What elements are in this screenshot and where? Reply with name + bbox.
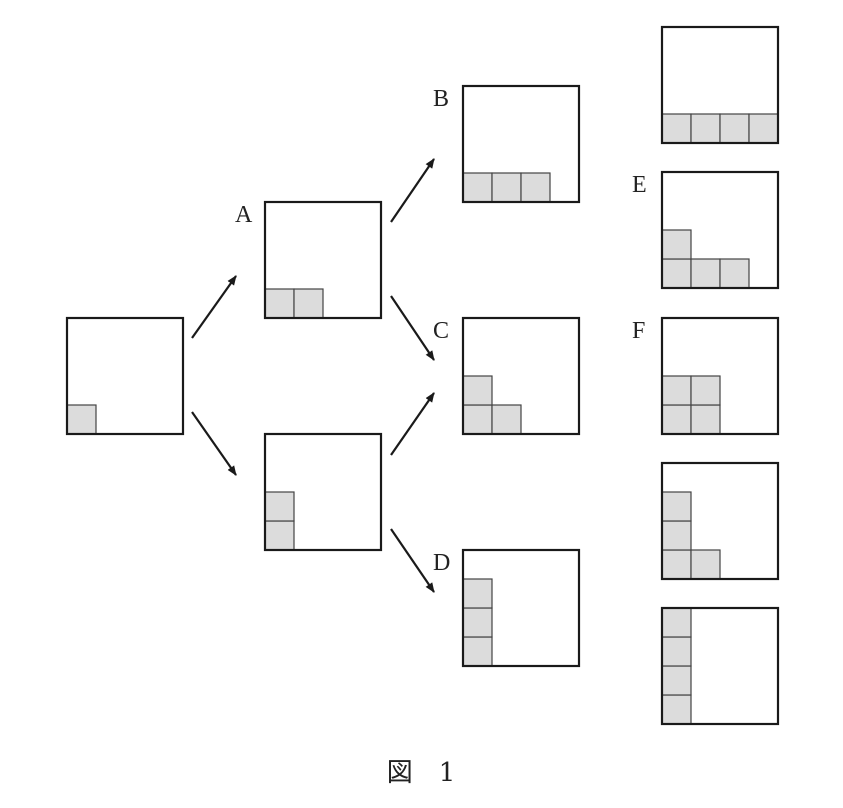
box-label-F: F: [632, 318, 645, 344]
filled-cell: [719, 113, 750, 144]
filled-cell: [462, 578, 493, 609]
filled-cell: [520, 172, 551, 203]
filled-cell: [491, 172, 522, 203]
filled-cell: [462, 404, 493, 435]
filled-cell: [661, 665, 692, 696]
grid-box-D: D: [433, 548, 581, 668]
box-frame: [660, 316, 780, 436]
box-frame: [660, 170, 780, 290]
box-frame: [660, 25, 780, 145]
box-frame: [263, 200, 383, 320]
filled-cell: [661, 636, 692, 667]
box-frame: [461, 84, 581, 204]
filled-cell: [66, 404, 97, 435]
grid-box-A: A: [235, 200, 383, 320]
arrow-lower-to-C: [390, 392, 435, 456]
filled-cell: [462, 375, 493, 406]
box-label-C: C: [433, 318, 449, 344]
filled-cell: [661, 229, 692, 260]
filled-cell: [690, 113, 721, 144]
arrows: [191, 158, 435, 593]
filled-cell: [491, 404, 522, 435]
grid-box-start: [65, 316, 185, 436]
filled-cell: [293, 288, 324, 319]
filled-cell: [661, 404, 692, 435]
filled-cell: [462, 607, 493, 638]
box-frame: [461, 316, 581, 436]
box-frame: [65, 316, 185, 436]
grid-box-col4-5: [660, 606, 780, 726]
box-label-E: E: [632, 172, 647, 198]
grid-box-F: F: [632, 316, 780, 436]
grid-box-E: E: [632, 170, 780, 290]
filled-cell: [661, 607, 692, 638]
grid-boxes: A B C D E F: [65, 25, 780, 726]
filled-cell: [462, 172, 493, 203]
grid-box-col4-1: [660, 25, 780, 145]
filled-cell: [661, 694, 692, 725]
filled-cell: [748, 113, 779, 144]
arrow-A-to-C: [390, 295, 435, 361]
filled-cell: [264, 520, 295, 551]
filled-cell: [690, 404, 721, 435]
figure-caption: 図 1: [387, 758, 456, 788]
filled-cell: [661, 113, 692, 144]
arrow-start-to-A: [191, 275, 237, 339]
filled-cell: [661, 375, 692, 406]
filled-cell: [690, 375, 721, 406]
box-frame: [660, 606, 780, 726]
filled-cell: [661, 258, 692, 289]
box-frame: [660, 461, 780, 581]
filled-cell: [661, 549, 692, 580]
filled-cell: [661, 520, 692, 551]
filled-cell: [264, 491, 295, 522]
box-frame: [461, 548, 581, 668]
grid-box-col4-4: [660, 461, 780, 581]
box-label-B: B: [433, 86, 449, 112]
grid-box-B: B: [433, 84, 581, 204]
arrow-lower-to-D: [390, 528, 435, 593]
filled-cell: [462, 636, 493, 667]
box-label-D: D: [433, 550, 450, 576]
grid-box-C: C: [433, 316, 581, 436]
filled-cell: [264, 288, 295, 319]
arrow-A-to-B: [390, 158, 435, 223]
filled-cell: [661, 491, 692, 522]
box-label-A: A: [235, 202, 253, 228]
filled-cell: [690, 549, 721, 580]
grid-box-lower: [263, 432, 383, 552]
box-frame: [263, 432, 383, 552]
filled-cell: [690, 258, 721, 289]
filled-cell: [719, 258, 750, 289]
arrow-start-to-lower: [191, 411, 237, 476]
